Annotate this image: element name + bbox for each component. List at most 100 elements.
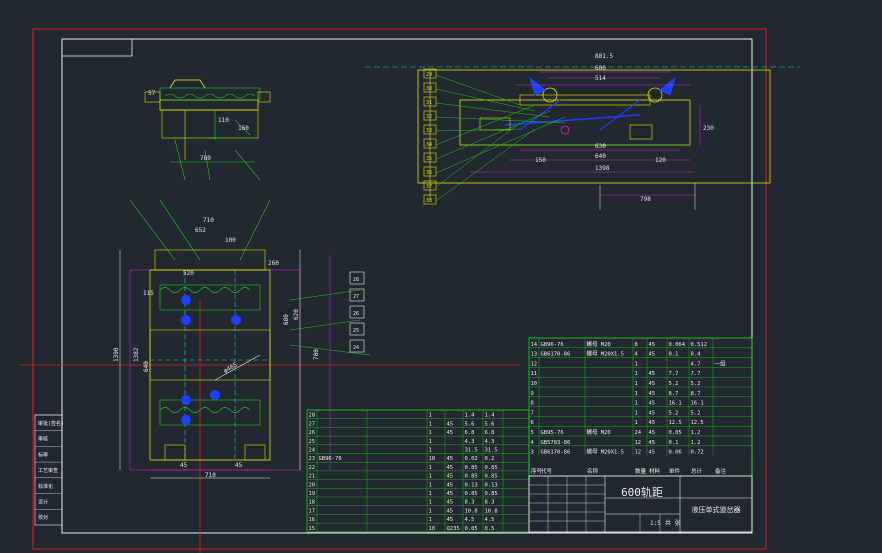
bom-header-cell: 数量 — [635, 467, 647, 475]
strip-label: 工艺审查 — [38, 467, 58, 474]
plan-balloon-box — [349, 288, 365, 302]
bom-cell: 45 — [649, 410, 656, 416]
balloon-box — [423, 82, 437, 93]
plan-balloon-box — [349, 322, 365, 336]
bom-cell: 1 — [429, 474, 432, 480]
bom-header-cell: 总计 — [691, 467, 703, 475]
bom-cell: 0.05 — [465, 526, 478, 532]
bom-cell: 1.2 — [691, 440, 701, 446]
bom-cell: 7.7 — [669, 371, 679, 377]
bom-cell: 0.13 — [485, 482, 498, 488]
bom-cell: 45 — [649, 401, 656, 407]
bom-cell: 1 — [635, 391, 638, 397]
strip-label: 标审 — [38, 451, 48, 458]
bom-cell: 18 — [309, 500, 316, 506]
bom-cell: 27 — [309, 421, 316, 427]
dim-plan-9: 680 — [283, 314, 290, 325]
strip-label: 设计 — [38, 499, 48, 506]
bom-cell: 0.05 — [669, 430, 682, 436]
dim-plan-13: 45 — [235, 462, 243, 469]
bom-cell: 13 — [531, 352, 538, 358]
dim-plan-1: 652 — [195, 227, 206, 234]
dim-top-left-a: 57 — [148, 90, 156, 97]
bom-cell: 1 — [429, 421, 432, 427]
bom-cell: 31.5 — [465, 448, 478, 454]
bom-cell: 9 — [531, 391, 534, 397]
dim-tr-8: 120 — [655, 157, 666, 164]
dim-top-left-c: 160 — [238, 125, 249, 132]
bom-cell: 45 — [649, 352, 656, 358]
bom-cell: 45 — [447, 491, 454, 497]
bom-cell: 10 — [429, 456, 436, 462]
bom-cell: 4.5 — [465, 517, 475, 523]
bom-cell: 45 — [649, 391, 656, 397]
bom-cell: 1 — [429, 517, 432, 523]
bom-cell: 6 — [531, 420, 534, 426]
bom-cell: 0.064 — [669, 342, 686, 348]
dim-plan-6: 1390 — [113, 347, 120, 362]
plan-balloon-box — [349, 305, 365, 319]
bom-cell: 16.1 — [669, 401, 682, 407]
plan-balloon-label: 27 — [353, 294, 359, 300]
bom-cell: 0.5 — [485, 526, 495, 532]
bom-cell: 5.2 — [669, 410, 679, 416]
balloon-label: 37 — [426, 184, 432, 190]
bom-cell: 17 — [309, 508, 316, 514]
balloon-box — [423, 124, 437, 135]
bom-cell: 7.7 — [691, 371, 701, 377]
bom-cell: 5.2 — [669, 381, 679, 387]
bom-cell: GB96-76 — [541, 342, 564, 348]
dim-tr-0: 881.5 — [595, 53, 613, 60]
bom-cell: 1.4 — [485, 413, 496, 419]
bom-header-cell: 序号 — [531, 467, 543, 475]
dim-top-left-width: 780 — [200, 155, 211, 162]
bom-cell: 21 — [309, 474, 316, 480]
bom-cell: 1.4 — [465, 413, 476, 419]
bom-cell: 45 — [447, 465, 454, 471]
bom-cell: GB6170-86 — [541, 450, 571, 456]
balloon-box — [423, 110, 437, 121]
plan-balloon-label: 28 — [353, 277, 359, 283]
balloon-box — [423, 138, 437, 149]
dim-top-left-b: 110 — [218, 117, 229, 124]
bom-cell: GB96-76 — [319, 456, 342, 462]
top-left-side-view — [144, 79, 271, 181]
dim-plan-11: 780 — [313, 349, 320, 360]
bom-cell: 1 — [635, 401, 638, 407]
bom-cell: 0.85 — [465, 465, 478, 471]
balloon-box — [423, 194, 437, 205]
dim-plan-3: 520 — [183, 270, 194, 277]
dim-tr-6: 798 — [640, 196, 651, 203]
dim-tr-1: 600 — [595, 65, 606, 72]
leader-line — [435, 88, 536, 112]
balloon-box — [423, 166, 437, 177]
bom-cell: 0.85 — [465, 474, 478, 480]
bom-cell: 7 — [531, 410, 534, 416]
bom-cell: 螺母 M20 — [587, 340, 611, 348]
leader-line — [435, 102, 551, 118]
bom-cell: 1 — [635, 361, 638, 367]
dim-tr-4: 640 — [595, 153, 606, 160]
bom-cell: 12 — [531, 361, 538, 367]
title-scale: 1:5 — [650, 520, 661, 527]
bom-cell: 12 — [635, 450, 642, 456]
bom-cell: 12 — [635, 440, 642, 446]
strip-label: 审核 — [38, 436, 48, 443]
bom-cell: 0.02 — [465, 456, 478, 462]
bom-cell: 0.13 — [465, 482, 478, 488]
bom-cell: 45 — [447, 474, 454, 480]
dim-plan-15: φ465 — [223, 361, 239, 374]
bom-cell: 26 — [309, 430, 316, 436]
balloon-label: 31 — [426, 100, 432, 106]
bom-cell: 24 — [635, 430, 642, 436]
bom-cell: 25 — [309, 439, 316, 445]
bom-header-cell: 材料 — [649, 467, 661, 475]
bom-cell: 4 — [531, 440, 535, 446]
bom-cell: 4.3 — [485, 439, 495, 445]
bom-cell: 8.7 — [669, 391, 679, 397]
bom-cell: 0.06 — [669, 450, 682, 456]
